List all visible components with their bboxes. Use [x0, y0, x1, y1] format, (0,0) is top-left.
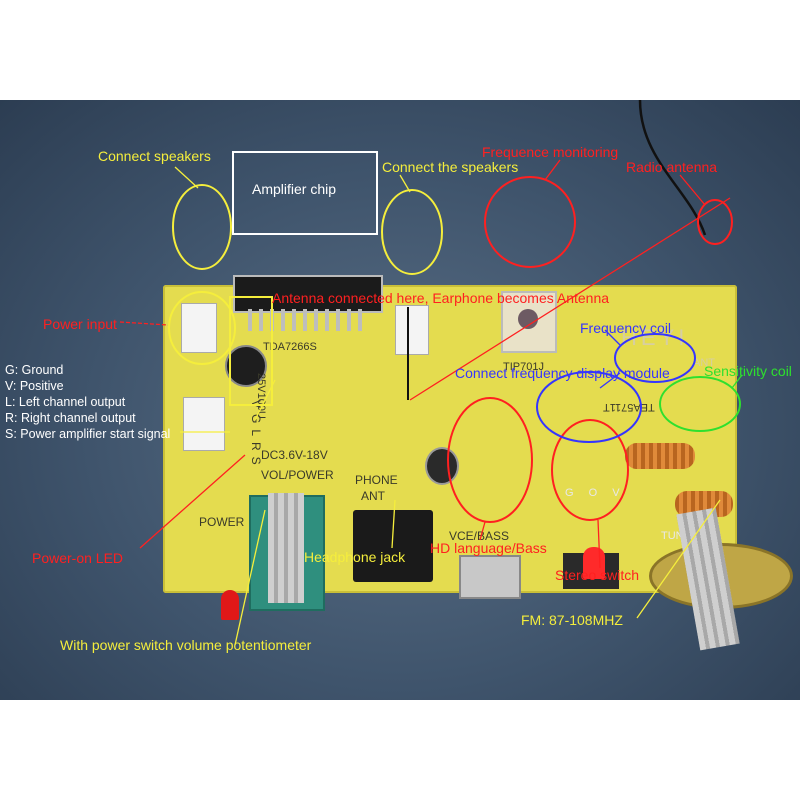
legend-item: V: Positive: [5, 379, 64, 393]
frequency-monitor-can: [501, 291, 557, 353]
connect-speakers-left-label: Connect speakers: [98, 148, 211, 164]
phone-ant-text: ANT: [361, 489, 385, 503]
power-led-label: Power-on LED: [32, 550, 124, 566]
right-speaker-connector: [395, 305, 429, 355]
power-connector: [183, 397, 225, 451]
dc-text: DC3.6V-18V: [261, 448, 328, 462]
sensitivity-coil-label: Sensitivity coil: [704, 363, 792, 379]
connect-speakers-right-label: Connect the speakers: [382, 159, 519, 175]
power-text: POWER: [199, 515, 245, 529]
volume-pot-label: With power switch volume potentiometer: [60, 637, 312, 653]
transistor-text: TIP701J: [503, 361, 544, 373]
vce-text: VCE/BASS: [449, 529, 510, 543]
trimmer-screw: [518, 309, 538, 329]
chip-pins: [248, 309, 363, 331]
pin-legend: G: Ground V: Positive L: Left channel ou…: [5, 362, 170, 442]
frequency-coil-component: [625, 443, 695, 469]
power-led: [221, 590, 239, 620]
gov-text: G O V: [565, 487, 626, 499]
vgls-text: VGLRS: [249, 400, 263, 471]
volume-pot-shaft: [268, 493, 304, 603]
small-capacitor: [425, 447, 459, 485]
volpower-text: VOL/POWER: [261, 468, 334, 482]
legend-item: S: Power amplifier start signal: [5, 427, 171, 441]
left-speaker-connector: [181, 303, 217, 353]
fm-range-label: FM: 87-108MHZ: [521, 612, 623, 628]
ant-silk-text: ANT: [693, 357, 715, 369]
frequency-coil-label: Frequency coil: [580, 320, 672, 336]
headphone-jack-label: Headphone jack: [304, 549, 406, 565]
capacitor: [225, 345, 267, 387]
phone-text: PHONE: [355, 473, 398, 487]
radio-antenna-label: Radio antenna: [626, 159, 718, 175]
stereo-switch-label: Stereo switch: [555, 567, 640, 583]
chip-model-text: TDA7266S: [263, 341, 317, 353]
power-input-label: Power input: [43, 316, 117, 332]
amplifier-chip-label: Amplifier chip: [252, 181, 337, 197]
legend-item: G: Ground: [5, 363, 64, 377]
legend-item: R: Right channel output: [5, 411, 136, 425]
frequency-display-label: Connect frequency display module: [455, 365, 670, 381]
hd-bass-label: HD language/Bass: [430, 540, 547, 556]
antenna-earphone-label: Antenna connected here, Earphone becomes…: [272, 290, 610, 306]
amplifier-chip-component: [233, 275, 383, 313]
bass-switch-component: [459, 555, 521, 599]
frequency-monitoring-label: Frequence monitoring: [482, 144, 619, 160]
legend-item: L: Left channel output: [5, 395, 126, 409]
